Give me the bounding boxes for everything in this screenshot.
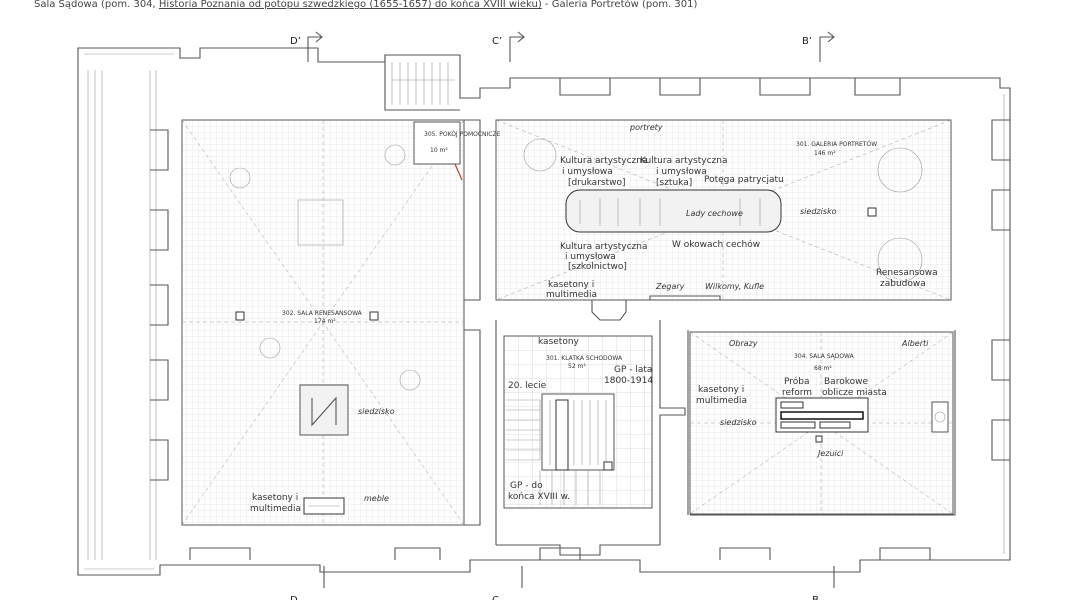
room-301-seating: siedzisko — [800, 207, 837, 216]
room-302-kasetony-line2: multimedia — [250, 504, 301, 514]
page-header: Sala Sądowa (pom. 304, Historia Poznania… — [34, 0, 698, 10]
room-304-area: 68 m² — [814, 365, 832, 372]
room-301-name: 301. GALERIA PORTRETÓW — [796, 141, 877, 148]
room-304-kasetony-line1: kasetony i — [698, 385, 744, 395]
room-305-name-line: 305. POKÓJ POMOCNICZE — [424, 131, 501, 138]
room-305-area: 10 m² — [430, 147, 448, 154]
stair-name: 301. KLATKA SCHODOWA — [546, 355, 623, 362]
section-markers-bottom: D C B — [290, 566, 835, 600]
room-302-seating: siedzisko — [358, 407, 395, 416]
stair-gp1-line2: 1800-1914 — [604, 376, 653, 386]
section-arrow-c-top — [509, 31, 525, 62]
stair-kasetony: kasetony — [538, 337, 580, 347]
room-304-seating: siedzisko — [720, 418, 757, 427]
label-zegary: Zegary — [655, 282, 685, 291]
section-arrow-b-top — [819, 31, 835, 62]
section-mark-d-top: D’ — [290, 36, 301, 47]
room-304-kasetony-line2: multimedia — [696, 396, 747, 406]
stair-gp2-line2: końca XVIII w. — [508, 492, 570, 502]
room-301: portrety 301. GALERIA PORTRETÓW 146 m² K… — [495, 119, 952, 301]
label-renesans-1: Renesansowa — [876, 268, 938, 278]
label-kultura-sztuka-1: Kultura artystyczna — [640, 156, 727, 166]
label-kultura-sztuka-3: [sztuka] — [656, 178, 692, 188]
label-kultura-szkol-2: i umysłowa — [565, 252, 616, 262]
label-kultura-druk-3: [drukarstwo] — [568, 178, 626, 188]
label-kultura-druk-2: i umysłowa — [562, 167, 613, 177]
section-mark-b-top: B’ — [802, 36, 812, 47]
room-304: Obrazy Alberti 304. SALA SĄDOWA 68 m² ka… — [689, 331, 954, 515]
header-link[interactable]: Historia Poznania od potopu szwedzkiego … — [159, 0, 542, 10]
room-301-portrety: portrety — [629, 123, 663, 132]
building-walls — [77, 47, 1011, 576]
room-302: 302. SALA RENESANSOWA 174 m² siedzisko k… — [181, 119, 465, 526]
inner-walls — [464, 119, 956, 556]
label-proba-1: Próba — [784, 376, 810, 387]
label-lady-cechowe: Lady cechowe — [686, 209, 743, 218]
label-alberti: Alberti — [901, 339, 929, 348]
room-301-kasetony-line2: multimedia — [546, 290, 597, 300]
label-potega: Potęga patrycjatu — [704, 175, 784, 185]
stair-gp1-line1: GP - lata — [614, 365, 652, 375]
label-barokowe-1: Barokowe — [824, 377, 868, 387]
room-301-area: 146 m² — [814, 150, 836, 157]
section-mark-c-top: C’ — [492, 36, 502, 47]
room-304-name: 304. SALA SĄDOWA — [794, 353, 855, 360]
section-mark-b-bottom: B — [812, 595, 819, 600]
room-301-kasetony-line1: kasetony i — [548, 280, 594, 290]
stair-area: 52 m² — [568, 363, 586, 370]
label-barokowe-2: oblicze miasta — [822, 388, 887, 398]
section-mark-c-bottom: C — [492, 595, 499, 600]
label-kultura-szkol-1: Kultura artystyczna — [560, 242, 647, 252]
room-302-name: 302. SALA RENESANSOWA — [282, 310, 363, 317]
label-kultura-szkol-3: [szkolnictwo] — [568, 262, 627, 272]
label-renesans-2: zabudowa — [880, 279, 926, 289]
room-302-furniture: meble — [364, 494, 389, 503]
stair-gp2-line1: GP - do — [510, 481, 543, 491]
room-302-area: 174 m² — [314, 318, 336, 325]
label-obrazy: Obrazy — [729, 339, 758, 348]
section-markers-top: D’ C’ B’ — [290, 31, 835, 62]
stair-hall: kasetony 301. KLATKA SCHODOWA 52 m² GP -… — [503, 335, 653, 509]
room-305: 305. POKÓJ POMOCNICZE 10 m² — [413, 121, 501, 181]
label-okowy: W okowach cechów — [672, 239, 760, 250]
label-wilkomy: Wilkomy, Kufle — [705, 282, 764, 291]
label-kultura-sztuka-2: i umysłowa — [656, 167, 707, 177]
label-proba-2: reform — [782, 388, 812, 398]
room-302-kasetony-line1: kasetony i — [252, 493, 298, 503]
label-kultura-druk-1: Kultura artystyczna — [560, 156, 647, 166]
section-mark-d-bottom: D — [290, 595, 298, 600]
stair-lecie: 20. lecie — [508, 381, 547, 391]
label-jezuici: Jezuici — [816, 449, 844, 458]
section-arrow-d-top — [307, 31, 323, 62]
